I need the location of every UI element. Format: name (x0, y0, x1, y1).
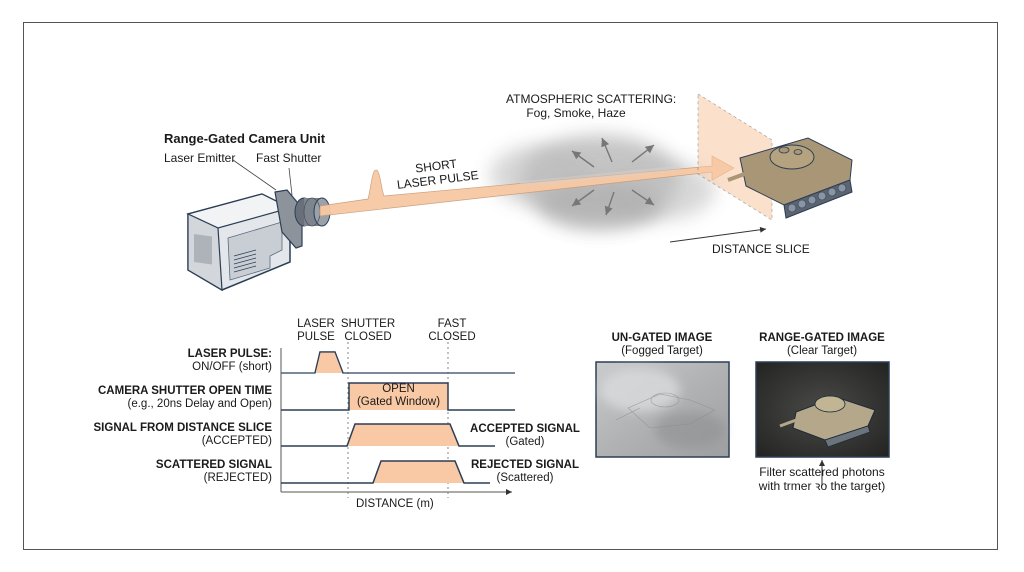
image-subtitle: (Clear Target) (786, 345, 858, 358)
camera-unit (186, 189, 331, 292)
row-label-shutter: CAMERA SHUTTER OPEN TIME (e.g., 20ns Del… (60, 385, 272, 411)
timing-label-fast-closed: FAST CLOSED (424, 318, 480, 344)
gated-image (755, 361, 890, 458)
rejected-signal-label: REJECTED SIGNAL (Scattered) (470, 459, 580, 485)
row-label-laser-pulse: LASER PULSE: ON/OFF (short) (60, 348, 272, 374)
camera-title: Range-Gated Camera Unit (164, 131, 326, 146)
row-title: SCATTERED SIGNAL (155, 459, 272, 471)
accepted-signal (281, 423, 495, 447)
label-line: SHUTTER (340, 318, 396, 330)
scatter-arrow (571, 150, 595, 168)
caption-line: with trmer ꝛo the target) (758, 478, 886, 493)
fast-shutter-label: Fast Shutter (256, 151, 322, 165)
label-line: FAST (437, 318, 467, 330)
image-title: UN-GATED IMAGE (611, 332, 713, 344)
shutter-signal (281, 382, 515, 411)
row-subtitle: (e.g., 20ns Delay and Open) (127, 398, 272, 411)
label-line: CLOSED (344, 331, 392, 344)
timing-label-shutter-closed: SHUTTER CLOSED (340, 318, 396, 344)
scatter-arrows (571, 137, 655, 216)
scatter-arrow (631, 144, 655, 163)
row-subtitle: ON/OFF (short) (192, 361, 272, 374)
label-line: LASER (297, 318, 335, 330)
image-subtitle: (Fogged Target) (621, 345, 703, 358)
filter-caption: Filter scattered photons with trmer ꝛo t… (742, 465, 902, 494)
lens (294, 197, 331, 227)
label-line: (Gated Window) (356, 396, 441, 409)
scatter-arrow (631, 189, 655, 206)
gated-window-fill (349, 383, 448, 410)
label-line: CLOSED (428, 331, 476, 344)
scatter-arrow (601, 137, 613, 163)
scattering-subtitle: Fog, Smoke, Haze (526, 105, 626, 120)
scatter-arrow (604, 191, 615, 216)
gated-window-label: OPEN (Gated Window) (349, 383, 448, 409)
gated-image-title: RANGE-GATED IMAGE (Clear Target) (746, 332, 898, 358)
laser-pulse-fill (315, 352, 343, 373)
image-title: RANGE-GATED IMAGE (759, 332, 885, 344)
ungated-image-title: UN-GATED IMAGE (Fogged Target) (586, 332, 738, 358)
caption-line: Filter scattered photons (759, 465, 885, 479)
label-line: OPEN (382, 383, 415, 395)
ungated-image (595, 361, 730, 458)
timing-label-laser-pulse: LASER PULSE (292, 318, 340, 344)
timing-diagram (280, 342, 515, 498)
row-title: CAMERA SHUTTER OPEN TIME (98, 385, 272, 397)
row-title: LASER PULSE: (187, 348, 272, 360)
scattering-title: ATMOSPHERIC SCATTERING: (506, 92, 677, 106)
distance-axis-label: DISTANCE (m) (356, 498, 434, 510)
accepted-signal-fill (347, 424, 459, 446)
diagram-frame (23, 22, 998, 550)
shutter-plate (274, 189, 303, 249)
tank-target-icon (727, 137, 853, 219)
label-subtitle: (Gated) (505, 436, 545, 449)
scatter-arrow (571, 189, 595, 207)
rejected-signal-fill (373, 461, 464, 483)
laser-emitter-label: Laser Emitter (164, 151, 236, 165)
label-line: PULSE (297, 331, 335, 344)
camera-side-panel (194, 234, 212, 265)
label-title: ACCEPTED SIGNAL (470, 423, 580, 435)
distance-slice-label: DISTANCE SLICE (712, 242, 810, 256)
fast-shutter-callout (288, 167, 293, 196)
row-subtitle: (ACCEPTED) (201, 435, 272, 448)
scattering-label: ATMOSPHERIC SCATTERING: Fog, Smoke, Haze (506, 92, 677, 121)
label-subtitle: (Scattered) (496, 472, 554, 485)
row-label-accepted: SIGNAL FROM DISTANCE SLICE (ACCEPTED) (60, 422, 272, 448)
distance-slice-arrow (669, 226, 767, 243)
label-title: REJECTED SIGNAL (471, 459, 579, 471)
row-subtitle: (REJECTED) (203, 472, 272, 485)
laser-emitter-callout (232, 159, 277, 191)
accepted-signal-label: ACCEPTED SIGNAL (Gated) (470, 423, 580, 449)
rejected-signal (281, 460, 490, 484)
row-label-scattered: SCATTERED SIGNAL (REJECTED) (60, 459, 272, 485)
row-title: SIGNAL FROM DISTANCE SLICE (93, 422, 272, 434)
